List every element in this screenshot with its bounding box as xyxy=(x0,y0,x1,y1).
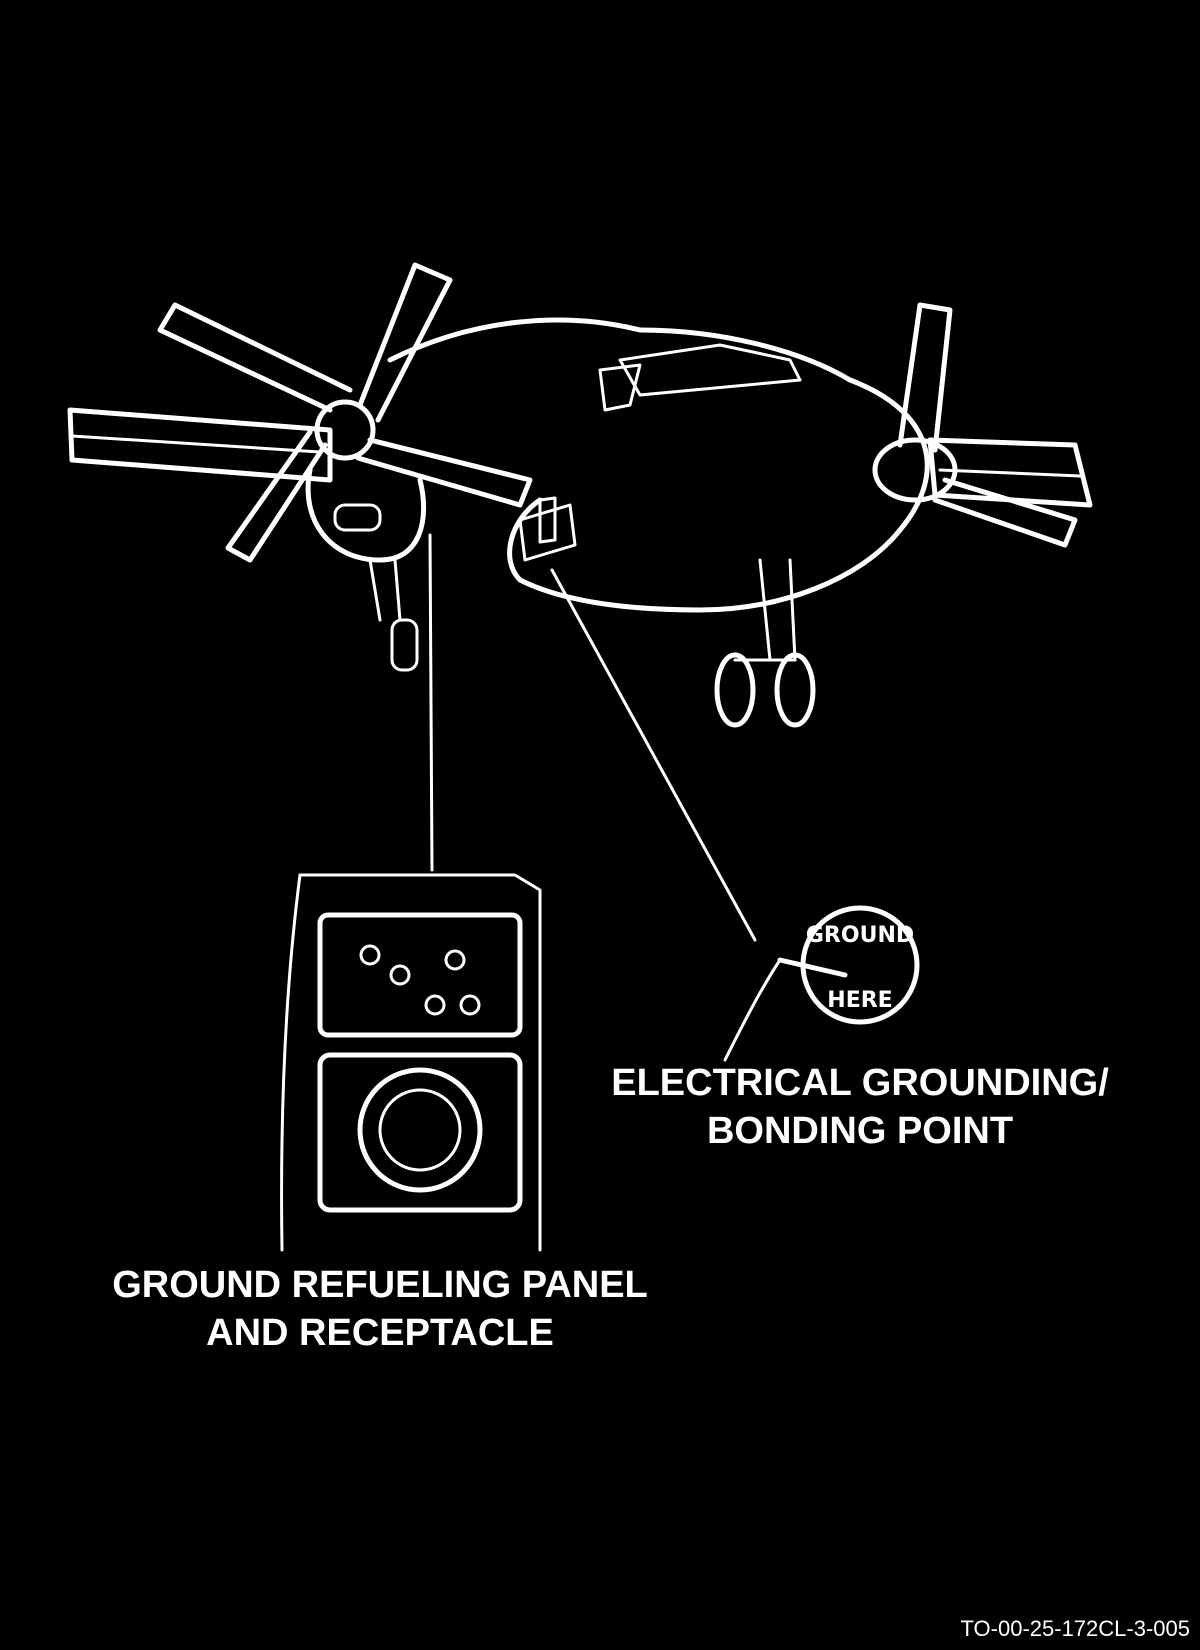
refuel-leader-line xyxy=(430,535,432,870)
panel-frame-outer xyxy=(300,875,540,1250)
refuel-panel-inset xyxy=(282,875,540,1250)
nose-landing-gear xyxy=(717,560,813,725)
panel-switch-4 xyxy=(426,996,444,1014)
side-window xyxy=(600,365,640,410)
figure-identifier: TO-00-25-172CL-3-005 xyxy=(961,1616,1191,1642)
grounding-callout-line-2: BONDING POINT xyxy=(707,1110,1013,1152)
left-landing-gear xyxy=(370,560,417,670)
grounding-point-callout: ELECTRICAL GROUNDING/ BONDING POINT xyxy=(560,1060,1160,1155)
grounding-leader-line xyxy=(552,570,755,940)
windshield xyxy=(620,345,800,395)
refuel-callout-line-2: AND RECEPTACLE xyxy=(206,1312,554,1354)
receptacle-housing xyxy=(320,1055,520,1210)
sign-text-top: GROUND xyxy=(806,923,914,948)
control-panel xyxy=(320,915,520,1035)
panel-switch-2 xyxy=(391,966,409,984)
left-nacelle xyxy=(308,470,424,560)
nose-access-door xyxy=(520,505,575,560)
grounding-sign-inset: GROUND HERE xyxy=(725,908,917,1060)
panel-switch-5 xyxy=(461,996,479,1014)
panel-switch-1 xyxy=(361,946,379,964)
sign-text-bottom: HERE xyxy=(827,988,892,1013)
right-propeller xyxy=(875,305,1075,545)
ground-clamp xyxy=(780,960,845,975)
refuel-receptacle xyxy=(360,1070,480,1190)
refuel-panel-callout: GROUND REFUELING PANEL AND RECEPTACLE xyxy=(60,1262,700,1357)
left-propeller xyxy=(160,265,530,560)
grounding-callout-line-1: ELECTRICAL GROUNDING/ xyxy=(611,1062,1109,1104)
panel-switch-3 xyxy=(446,951,464,969)
left-wing xyxy=(70,410,330,480)
ground-cable xyxy=(725,960,780,1060)
refuel-callout-line-1: GROUND REFUELING PANEL xyxy=(112,1264,648,1306)
